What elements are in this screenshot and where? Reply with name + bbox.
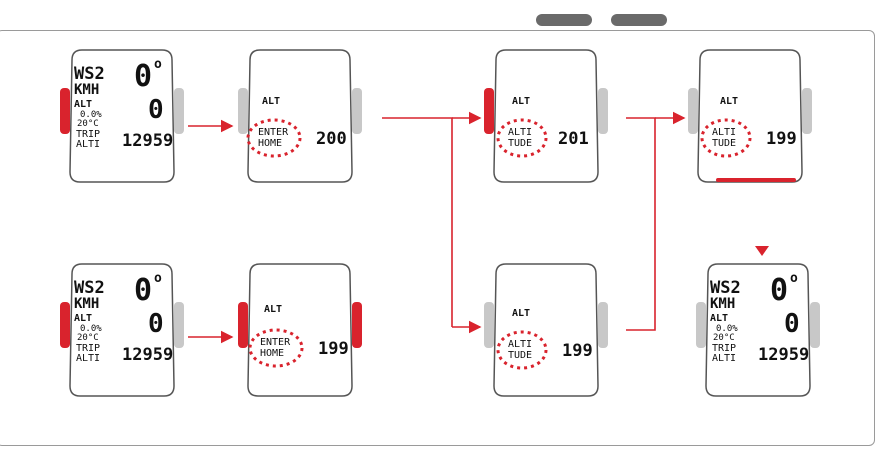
altitude-value: 199 xyxy=(318,339,349,359)
down-arrow-marker xyxy=(755,246,769,256)
altitude-value: 199 xyxy=(562,341,593,361)
right-button xyxy=(810,302,820,348)
branch-line xyxy=(382,117,453,327)
label-trip: TRIP xyxy=(76,129,100,140)
device-body xyxy=(705,263,811,397)
right-button xyxy=(598,302,608,348)
altitude-value: 199 xyxy=(766,129,797,149)
right-button xyxy=(174,88,184,134)
label-percent: 0.0% xyxy=(716,324,738,334)
blink-indicator xyxy=(248,328,304,368)
alt-icon: ALT xyxy=(262,96,280,107)
odometer-value: 12959 xyxy=(758,345,809,365)
label-line2: TUDE xyxy=(712,138,736,149)
device-main-screen-return: WS2 KMH ALT 0.0% 20°C TRIP ALTI 0 o 0 12… xyxy=(694,260,822,400)
label-kmh: KMH xyxy=(74,82,99,98)
label-line1: ENTER xyxy=(258,127,289,138)
device-altitude-201: ALT ALTI TUDE 201 xyxy=(482,46,610,186)
device-body xyxy=(247,263,353,397)
label-line2: TUDE xyxy=(508,138,532,149)
label-trip: TRIP xyxy=(76,343,100,354)
device-body xyxy=(697,49,803,183)
label-temp: 20°C xyxy=(713,333,735,343)
label-line1: ALTI xyxy=(508,127,532,138)
device-body xyxy=(247,49,353,183)
label-percent: 0.0% xyxy=(80,324,102,334)
label-alt-icon: ALT xyxy=(74,99,92,110)
right-button xyxy=(802,88,812,134)
device-main-screen: WS2 KMH ALT 0.0% 20°C TRIP ALTI 0 o 0 12… xyxy=(58,46,186,186)
tab-pill-left xyxy=(536,14,592,26)
degree-mark: o xyxy=(154,57,162,72)
device-altitude-199-confirm: ALT ALTI TUDE 199 xyxy=(686,46,814,186)
label-alt-icon: ALT xyxy=(74,313,92,324)
device-altitude-199: ALT ALTI TUDE 199 xyxy=(482,260,610,400)
label-kmh: KMH xyxy=(74,296,99,312)
left-button-active xyxy=(60,302,70,348)
odometer-value: 12959 xyxy=(122,131,173,151)
big-digit-mid: 0 xyxy=(148,95,164,125)
odometer-value: 12959 xyxy=(122,345,173,365)
device-body xyxy=(69,263,175,397)
left-button-active xyxy=(60,88,70,134)
device-body xyxy=(69,49,175,183)
tab-pill-right xyxy=(611,14,667,26)
label-percent: 0.0% xyxy=(80,110,102,120)
device-enter-home-199: ALT ENTER HOME 199 xyxy=(236,260,364,400)
degree-mark: o xyxy=(154,271,162,286)
device-main-screen-2: WS2 KMH ALT 0.0% 20°C TRIP ALTI 0 o 0 12… xyxy=(58,260,186,400)
right-button xyxy=(598,88,608,134)
content-frame xyxy=(0,30,875,446)
label-line2: HOME xyxy=(258,138,282,149)
label-alti: ALTI xyxy=(76,139,100,150)
bottom-button-active xyxy=(716,178,796,182)
blink-indicator xyxy=(700,118,752,158)
blink-indicator xyxy=(246,118,302,158)
device-body xyxy=(493,263,599,397)
blink-indicator xyxy=(496,330,548,370)
label-alt-icon: ALT xyxy=(710,313,728,324)
label-ws2: WS2 xyxy=(74,278,105,298)
label-line2: HOME xyxy=(260,348,284,359)
right-button-active xyxy=(352,302,362,348)
left-button-active xyxy=(238,302,248,348)
big-digit-top: 0 xyxy=(770,273,788,308)
big-digit-top: 0 xyxy=(134,59,152,94)
label-line1: ALTI xyxy=(712,127,736,138)
label-alti: ALTI xyxy=(712,353,736,364)
right-button xyxy=(174,302,184,348)
device-body xyxy=(493,49,599,183)
big-digit-mid: 0 xyxy=(148,309,164,339)
degree-mark: o xyxy=(790,271,798,286)
left-button xyxy=(688,88,698,134)
left-button xyxy=(484,302,494,348)
left-button xyxy=(696,302,706,348)
label-ws2: WS2 xyxy=(74,64,105,84)
label-temp: 20°C xyxy=(77,119,99,129)
alt-icon: ALT xyxy=(720,96,738,107)
alt-icon: ALT xyxy=(264,304,282,315)
big-digit-mid: 0 xyxy=(784,309,800,339)
label-temp: 20°C xyxy=(77,333,99,343)
blink-indicator xyxy=(496,118,548,158)
altitude-value: 200 xyxy=(316,129,347,149)
label-ws2: WS2 xyxy=(710,278,741,298)
left-button-active xyxy=(484,88,494,134)
left-button xyxy=(238,88,248,134)
right-button xyxy=(352,88,362,134)
label-alti: ALTI xyxy=(76,353,100,364)
label-trip: TRIP xyxy=(712,343,736,354)
label-line2: TUDE xyxy=(508,350,532,361)
merge-line xyxy=(626,117,656,331)
label-kmh: KMH xyxy=(710,296,735,312)
device-enter-home-200: ALT ENTER HOME 200 xyxy=(236,46,364,186)
altitude-value: 201 xyxy=(558,129,589,149)
label-line1: ALTI xyxy=(508,339,532,350)
big-digit-top: 0 xyxy=(134,273,152,308)
label-line1: ENTER xyxy=(260,337,291,348)
alt-icon: ALT xyxy=(512,308,530,319)
alt-icon: ALT xyxy=(512,96,530,107)
